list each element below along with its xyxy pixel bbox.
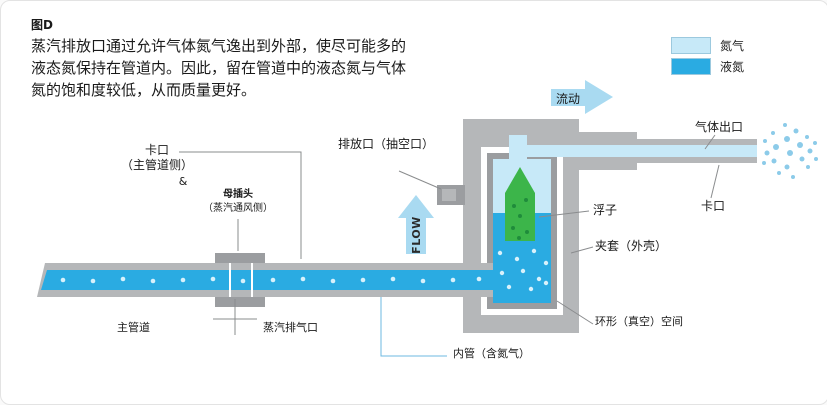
- steam-exhaust-label: 蒸汽排气口: [263, 321, 318, 334]
- gas-outlet-label: 气体出口: [695, 120, 744, 134]
- leader-lines: [179, 134, 720, 357]
- gas-spray: [762, 123, 818, 179]
- flow-direction-label: 流动: [555, 92, 580, 106]
- chamber-bubbles: [497, 248, 549, 292]
- legend-row-nitrogen-gas: 氮气: [671, 37, 744, 54]
- liquid-nitrogen-swatch: [671, 58, 711, 75]
- legend: 氮气 液氮: [671, 37, 744, 79]
- description-line-3: 氮的饱和度较低，从而质量更好。: [31, 81, 257, 99]
- bayonet-main-line1: 卡口: [144, 143, 169, 157]
- description-line-2: 液态氮保持在管道内。因此，留在管道中的液态氮与气体: [31, 59, 407, 77]
- steam-vent-side-label: （蒸汽通风侧）: [203, 203, 273, 214]
- nitrogen-gas-swatch: [671, 37, 711, 54]
- vent-port-label: 排放口（抽空口）: [338, 137, 435, 151]
- flow-up-arrow: [398, 195, 434, 254]
- bayonet-coupling: [215, 253, 265, 307]
- main-pipe: [37, 263, 493, 297]
- float-label: 浮子: [593, 203, 618, 217]
- annular-space-label: 环形（真空）空间: [595, 315, 683, 328]
- flow-right-arrow: [551, 80, 613, 114]
- pipe-bubbles: [60, 276, 482, 284]
- inner-pipe-label: 内管（含氮气）: [453, 347, 530, 360]
- legend-row-liquid-nitrogen: 液氮: [671, 58, 744, 75]
- figure-description: 蒸汽排放口通过允许气体氮气逸出到外部，使尽可能多的 液态氮保持在管道内。因此，留…: [31, 35, 461, 101]
- liquid-nitrogen-label: 液氮: [720, 60, 745, 74]
- female-plug-label: 母插头: [223, 189, 253, 200]
- flow-text: FLOW: [409, 216, 423, 254]
- figure-tag: 图D: [31, 18, 53, 32]
- ampersand-label: &: [178, 175, 188, 188]
- vent-port-fitting: [437, 185, 465, 205]
- main-pipe-label: 主管道: [117, 321, 150, 334]
- description-line-1: 蒸汽排放口通过允许气体氮气逸出到外部，使尽可能多的: [31, 37, 407, 55]
- float: [505, 167, 535, 241]
- bayonet-main-line2: （主管道侧）: [120, 158, 193, 172]
- steam-exhaust-mark: [213, 299, 257, 335]
- bayonet-right-label: 卡口: [701, 199, 726, 213]
- gas-outlet-tube: [509, 135, 757, 165]
- bayonet-main-label: 卡口 （主管道侧）: [97, 143, 217, 173]
- jacket-label: 夹套（外壳）: [595, 239, 668, 253]
- nitrogen-gas-label: 氮气: [720, 39, 745, 53]
